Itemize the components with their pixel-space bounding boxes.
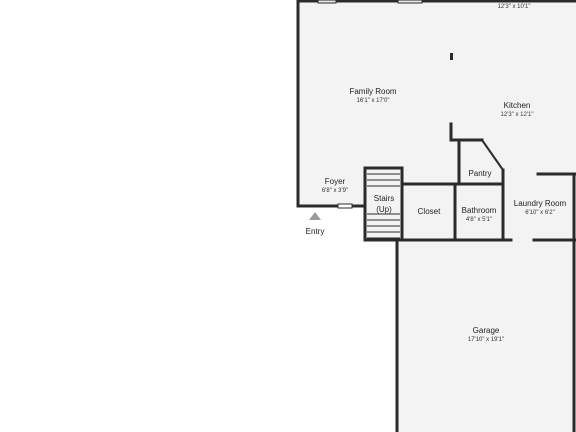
- kitchen-label: Kitchen: [504, 101, 531, 110]
- garage-floor: [398, 240, 576, 432]
- bathroom-dim: 4'8" x 5'1": [466, 217, 492, 223]
- stairs-closet-floor: [365, 168, 576, 240]
- stair-treads: [367, 173, 400, 239]
- garage-label: Garage: [473, 326, 500, 335]
- pantry-diagonal-wall: [481, 139, 504, 171]
- family-room-label: Family Room: [349, 87, 396, 96]
- laundry-room-label: Laundry Room: [514, 199, 567, 208]
- kitchen-dim: 12'3" x 12'1": [501, 112, 534, 118]
- entry-door: [337, 203, 353, 209]
- garage-dim: 17'10" x 19'1": [468, 337, 504, 343]
- walls: [296, 0, 576, 432]
- column: [450, 53, 453, 60]
- foyer-label: Foyer: [325, 177, 346, 186]
- pantry-label: Pantry: [468, 169, 491, 178]
- foyer-dim: 6'8" x 3'9": [322, 188, 348, 194]
- entry-label: Entry: [306, 227, 325, 236]
- bathroom-label: Bathroom: [462, 206, 497, 215]
- laundry-room-dim: 6'10" x 6'2": [525, 210, 555, 216]
- windows: [317, 0, 423, 4]
- entry-marker-icon: [309, 212, 321, 220]
- floor-areas: [298, 0, 576, 432]
- stairs-label: Stairs: [374, 194, 394, 203]
- stairs-up-label: (Up): [376, 205, 392, 214]
- top-right-room-dim: 12'3" x 10'1": [498, 4, 531, 10]
- family-room-dim: 16'1" x 17'0": [357, 98, 390, 104]
- closet-label: Closet: [418, 207, 441, 216]
